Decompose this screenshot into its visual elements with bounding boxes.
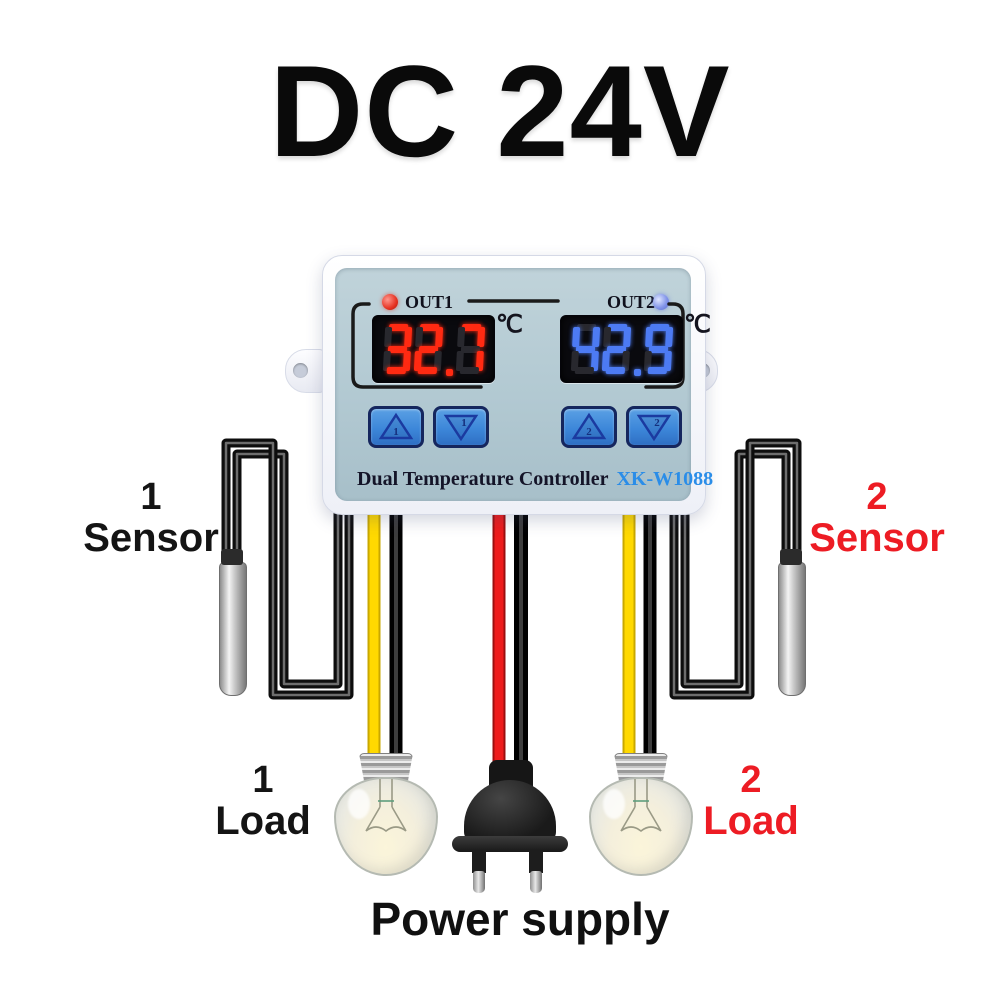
sensor-2-annotation: 2 Sensor	[786, 477, 968, 560]
plug-prong-tip	[530, 871, 542, 893]
down-button-2[interactable]: 2	[626, 406, 682, 448]
out2-label: OUT2	[607, 292, 656, 312]
load-2-annotation: 2 Load	[660, 760, 842, 843]
load-2-number: 2	[740, 759, 762, 801]
up-button-2[interactable]: 2	[561, 406, 617, 448]
load-1-annotation: 1 Load	[172, 760, 354, 843]
out1-label: OUT1	[405, 292, 454, 312]
power-plug-flange	[452, 836, 568, 852]
temperature-display-1	[372, 315, 495, 383]
controller-front-panel: OUT1 OUT2 ℃ ℃ 1 1	[335, 268, 713, 501]
power-supply-label: Power supply	[370, 893, 670, 945]
sensor-1-cable	[221, 438, 354, 700]
up-triangle-icon: 1	[378, 412, 414, 440]
celsius-unit-2: ℃	[684, 312, 711, 338]
load-1-number: 1	[252, 759, 274, 801]
load-1-wires	[367, 498, 403, 765]
voltage-title: DC 24V	[269, 38, 731, 184]
up-triangle-icon: 2	[571, 412, 607, 440]
plug-prong-tip	[473, 871, 485, 893]
plug-prong	[529, 850, 543, 873]
down-triangle-icon: 2	[636, 414, 672, 442]
load-2-wires	[622, 498, 657, 765]
sensor-1-label: Sensor	[83, 516, 219, 561]
plug-prong	[472, 850, 486, 873]
sensor-2-label: Sensor	[809, 516, 945, 561]
sensor-1-annotation: 1 Sensor	[60, 477, 242, 560]
controller-device: OUT1 OUT2 ℃ ℃ 1 1	[322, 255, 713, 515]
svg-text:1: 1	[461, 417, 467, 429]
load-1-label: Load	[215, 799, 311, 844]
power-wires	[492, 498, 528, 787]
device-name: Dual Temperature Controller	[357, 468, 609, 490]
load-bulb-2	[589, 777, 693, 876]
sensor-probe-1	[219, 562, 247, 696]
down-triangle-icon: 1	[443, 414, 479, 442]
load-2-label: Load	[703, 799, 799, 844]
filament-icon	[365, 779, 407, 833]
mounting-hole-icon	[293, 363, 308, 378]
down-button-1[interactable]: 1	[433, 406, 489, 448]
out2-led-icon	[653, 294, 669, 310]
sensor-1-number: 1	[140, 476, 162, 518]
svg-text:2: 2	[654, 417, 660, 429]
device-model: XK-W1088	[616, 468, 714, 490]
up-button-1[interactable]: 1	[368, 406, 424, 448]
celsius-unit-1: ℃	[496, 312, 523, 338]
load-bulb-1	[334, 777, 438, 876]
sensor-probe-2	[778, 562, 806, 696]
sensor-2-cable	[669, 438, 802, 700]
sensor-probe-2-collar	[780, 549, 802, 565]
filament-icon	[620, 779, 662, 833]
temperature-display-2	[560, 315, 683, 383]
out1-led-icon	[382, 294, 398, 310]
sensor-2-number: 2	[866, 476, 888, 518]
device-branding: Dual Temperature Controller XK-W1088	[357, 468, 713, 491]
panel-bracket-decoration	[351, 299, 685, 389]
mounting-ear-left	[285, 349, 327, 393]
svg-text:2: 2	[586, 426, 592, 438]
svg-text:1: 1	[393, 426, 399, 438]
sensor-probe-1-collar	[221, 549, 243, 565]
